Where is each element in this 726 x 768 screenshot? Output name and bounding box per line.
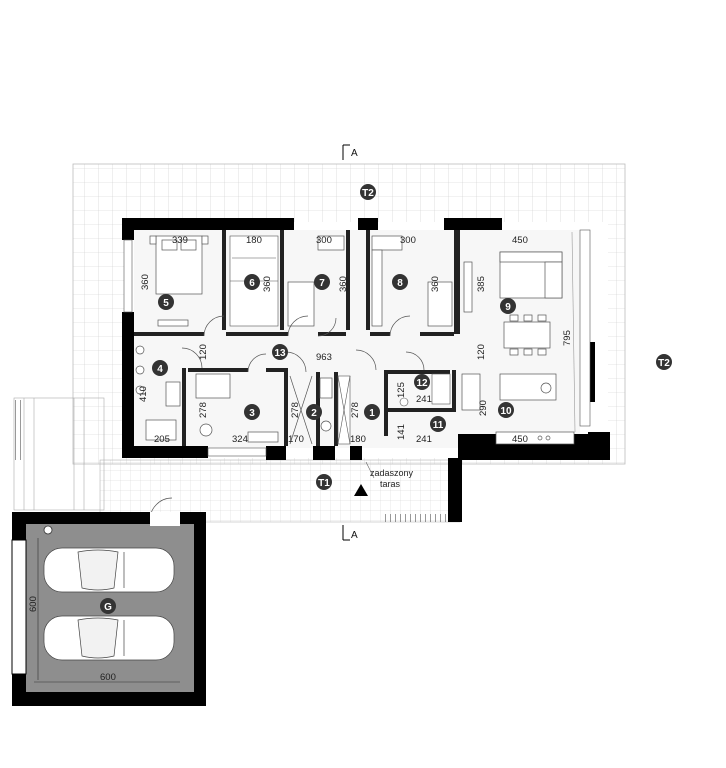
dim-r3-height: 278 <box>198 402 209 418</box>
dim-b1-width: 180 <box>350 434 366 445</box>
dim-r1-height: 278 <box>350 402 361 418</box>
kitchen-10-furniture <box>461 373 575 445</box>
left-terrace-steps <box>14 400 22 460</box>
entrance-arrow-icon <box>354 484 368 496</box>
bedroom-7-furniture <box>287 235 345 327</box>
dim-r9-width: 450 <box>512 235 528 246</box>
dim-r11-height: 141 <box>396 424 407 440</box>
dim-r6-height: 360 <box>262 276 273 292</box>
room-badge-1[interactable]: 1 <box>364 404 380 420</box>
section-lines <box>342 144 350 541</box>
room-badge-5[interactable]: 5 <box>158 294 174 310</box>
room-badge-t2-top[interactable]: T2 <box>360 184 376 200</box>
section-marker-top: A <box>351 148 358 159</box>
svg-text:5: 5 <box>163 298 169 309</box>
svg-text:6: 6 <box>249 278 255 289</box>
hall-1-fixtures <box>337 375 351 445</box>
dim-r5-height: 360 <box>140 274 151 290</box>
dim-b2-width: 170 <box>288 434 304 445</box>
room-badge-12[interactable]: 12 <box>414 374 430 390</box>
svg-text:7: 7 <box>319 278 325 289</box>
dim-r13-door: 120 <box>198 344 209 360</box>
dim-total-height: 795 <box>562 330 573 346</box>
room-badge-t2-right[interactable]: T2 <box>656 354 672 370</box>
room-badge-10[interactable]: 10 <box>498 402 514 418</box>
dimension-labels: 339 180 300 300 450 360 360 360 360 385 … <box>28 235 573 683</box>
dim-b4-width: 205 <box>154 434 170 445</box>
dim-r8-height: 360 <box>430 276 441 292</box>
room-badge-9[interactable]: 9 <box>500 298 516 314</box>
garage-dimension-lines <box>34 538 180 683</box>
svg-text:G: G <box>104 602 112 613</box>
covered-terrace-note-1: zadaszony <box>370 468 414 478</box>
windows <box>123 229 591 457</box>
front-steps <box>383 514 449 522</box>
dim-r10-height: 290 <box>478 400 489 416</box>
room-badge-11[interactable]: 11 <box>430 416 446 432</box>
dim-r12-width: 241 <box>416 394 432 405</box>
bedroom-8-furniture <box>371 235 453 327</box>
room-2-fixtures <box>289 375 333 445</box>
dim-r6-width: 180 <box>246 235 262 246</box>
section-marker-bottom: A <box>351 530 358 541</box>
room-badge-7[interactable]: 7 <box>314 274 330 290</box>
car-top <box>43 547 175 593</box>
dim-r8-width: 300 <box>400 235 416 246</box>
svg-text:T2: T2 <box>658 358 670 369</box>
room-badge-6[interactable]: 6 <box>244 274 260 290</box>
dim-r11-width: 241 <box>416 434 432 445</box>
room-badge-g[interactable]: G <box>100 598 116 614</box>
terrace-t1-area <box>99 459 461 523</box>
room-badge-4[interactable]: 4 <box>152 360 168 376</box>
car-bottom <box>43 615 175 661</box>
covered-terrace-note-2: taras <box>380 479 401 489</box>
room-badge-t1[interactable]: T1 <box>316 474 332 490</box>
svg-text:11: 11 <box>433 420 444 431</box>
dim-r5-width: 339 <box>172 235 188 246</box>
bedroom-5-furniture <box>149 235 209 327</box>
room-badge-2[interactable]: 2 <box>306 404 322 420</box>
dim-b3-width: 324 <box>232 434 248 445</box>
svg-text:8: 8 <box>397 278 403 289</box>
room-12-fixtures <box>399 373 451 407</box>
dim-garage-height: 600 <box>28 596 39 612</box>
room-badge-3[interactable]: 3 <box>244 404 260 420</box>
svg-text:1: 1 <box>369 408 375 419</box>
dim-r9-gap: 120 <box>476 344 487 360</box>
room-badge-8[interactable]: 8 <box>392 274 408 290</box>
dim-r4-height: 410 <box>138 386 149 402</box>
room-3-fixtures <box>195 373 279 443</box>
svg-text:13: 13 <box>274 348 286 359</box>
svg-text:T1: T1 <box>318 478 330 489</box>
dim-r7-height: 360 <box>338 276 349 292</box>
svg-text:3: 3 <box>249 408 255 419</box>
dim-garage-width: 600 <box>100 672 116 683</box>
svg-text:T2: T2 <box>362 188 374 199</box>
dim-r2-height: 278 <box>290 402 301 418</box>
svg-text:9: 9 <box>505 302 511 313</box>
dim-r13-length: 963 <box>316 352 332 363</box>
dim-b10-width: 450 <box>512 434 528 445</box>
room-badge-13[interactable]: 13 <box>272 344 288 360</box>
dim-r7-width: 300 <box>316 235 332 246</box>
dim-r12-height: 125 <box>396 382 407 398</box>
dim-r9-height: 385 <box>476 276 487 292</box>
svg-text:2: 2 <box>311 408 317 419</box>
bathroom-4-fixtures <box>135 345 181 441</box>
svg-text:10: 10 <box>500 406 512 417</box>
svg-text:4: 4 <box>157 364 163 375</box>
svg-text:12: 12 <box>416 378 428 389</box>
living-9-furniture <box>463 251 563 356</box>
